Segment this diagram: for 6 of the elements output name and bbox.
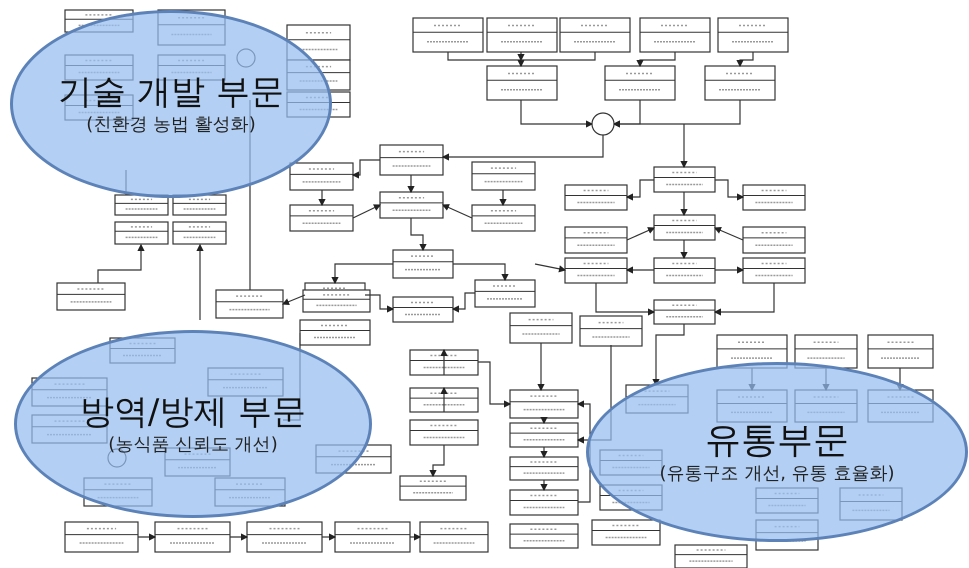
region-title: 방역/방제 부문 bbox=[80, 392, 306, 432]
region-subtitle: (친환경 농법 활성화) bbox=[86, 114, 256, 136]
region-title: 유통부문 bbox=[705, 420, 849, 461]
region-subtitle: (농식품 신뢰도 개선) bbox=[108, 434, 278, 456]
region-title: 기술 개발 부문 bbox=[58, 72, 284, 112]
region-subtitle: (유통구조 개선, 유통 효율화) bbox=[660, 462, 894, 484]
